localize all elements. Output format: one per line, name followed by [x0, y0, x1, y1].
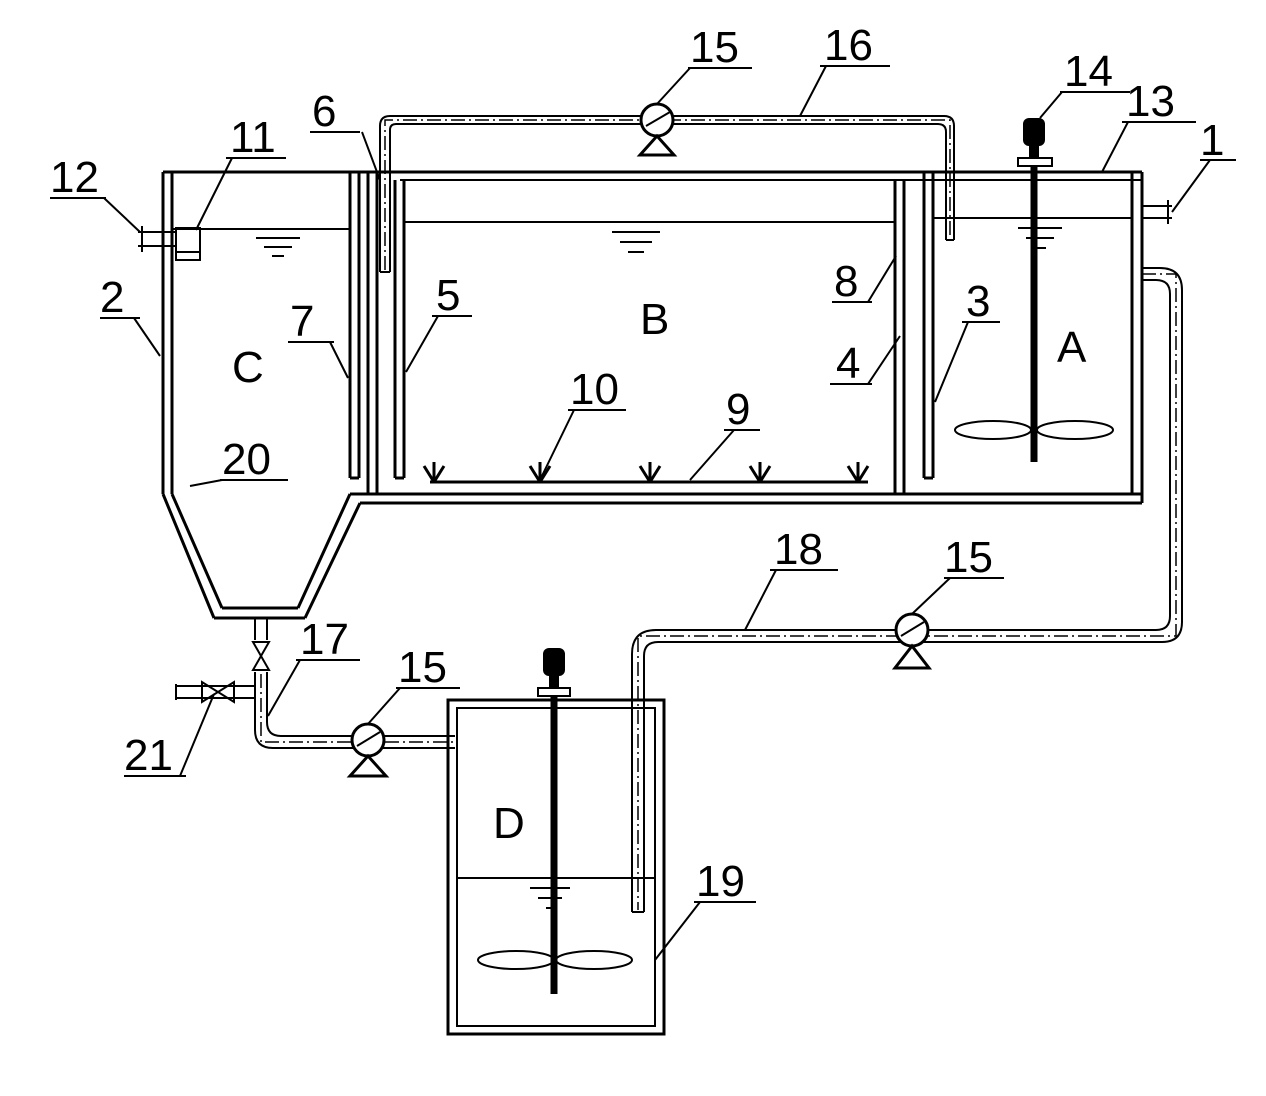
label-15-top: 15	[690, 23, 739, 72]
zone-a-label: A	[1057, 323, 1087, 372]
label-15-right: 15	[944, 533, 993, 582]
label-17: 17	[300, 615, 349, 664]
label-3: 3	[966, 277, 990, 326]
label-9: 9	[726, 385, 750, 434]
label-10: 10	[570, 365, 619, 414]
main-tank	[163, 170, 1144, 505]
zone-c-label: C	[232, 343, 264, 392]
clarifier-c	[161, 172, 362, 620]
baffle-5	[393, 180, 406, 480]
pump-top	[636, 102, 678, 157]
baffle-7	[348, 172, 361, 480]
sludge-pipe-17	[175, 618, 455, 749]
diffusers	[422, 462, 870, 483]
label-5: 5	[436, 271, 460, 320]
label-14: 14	[1064, 47, 1113, 96]
zone-d-label: D	[493, 799, 525, 848]
label-1: 1	[1200, 116, 1224, 165]
tank-b-water-level	[404, 221, 895, 253]
inlet-pipe-1	[1142, 200, 1172, 224]
label-2: 2	[100, 273, 124, 322]
baffle-3	[922, 172, 935, 480]
label-16: 16	[824, 21, 873, 70]
label-19: 19	[696, 857, 745, 906]
transfer-pipe-18	[631, 267, 1183, 913]
label-18: 18	[774, 525, 823, 574]
leader-lines	[50, 65, 1236, 961]
label-8: 8	[834, 257, 858, 306]
label-13: 13	[1126, 77, 1175, 126]
mixer-d	[477, 648, 633, 994]
zone-b-label: B	[640, 295, 669, 344]
label-6: 6	[312, 87, 336, 136]
pump-right	[891, 612, 933, 670]
label-4: 4	[836, 339, 860, 388]
wall-c-b	[366, 172, 379, 494]
aeration-pipe	[422, 462, 870, 484]
return-pipe-16	[379, 115, 955, 273]
label-20: 20	[222, 435, 271, 484]
label-11: 11	[230, 113, 276, 162]
mixer-a	[954, 118, 1114, 462]
label-21: 21	[124, 731, 173, 780]
wall-4	[893, 180, 906, 494]
outlet-pipe-12	[138, 226, 201, 261]
label-15-bottom: 15	[398, 643, 447, 692]
label-7: 7	[290, 297, 314, 346]
pump-bottom	[346, 722, 390, 778]
label-12: 12	[50, 153, 99, 202]
